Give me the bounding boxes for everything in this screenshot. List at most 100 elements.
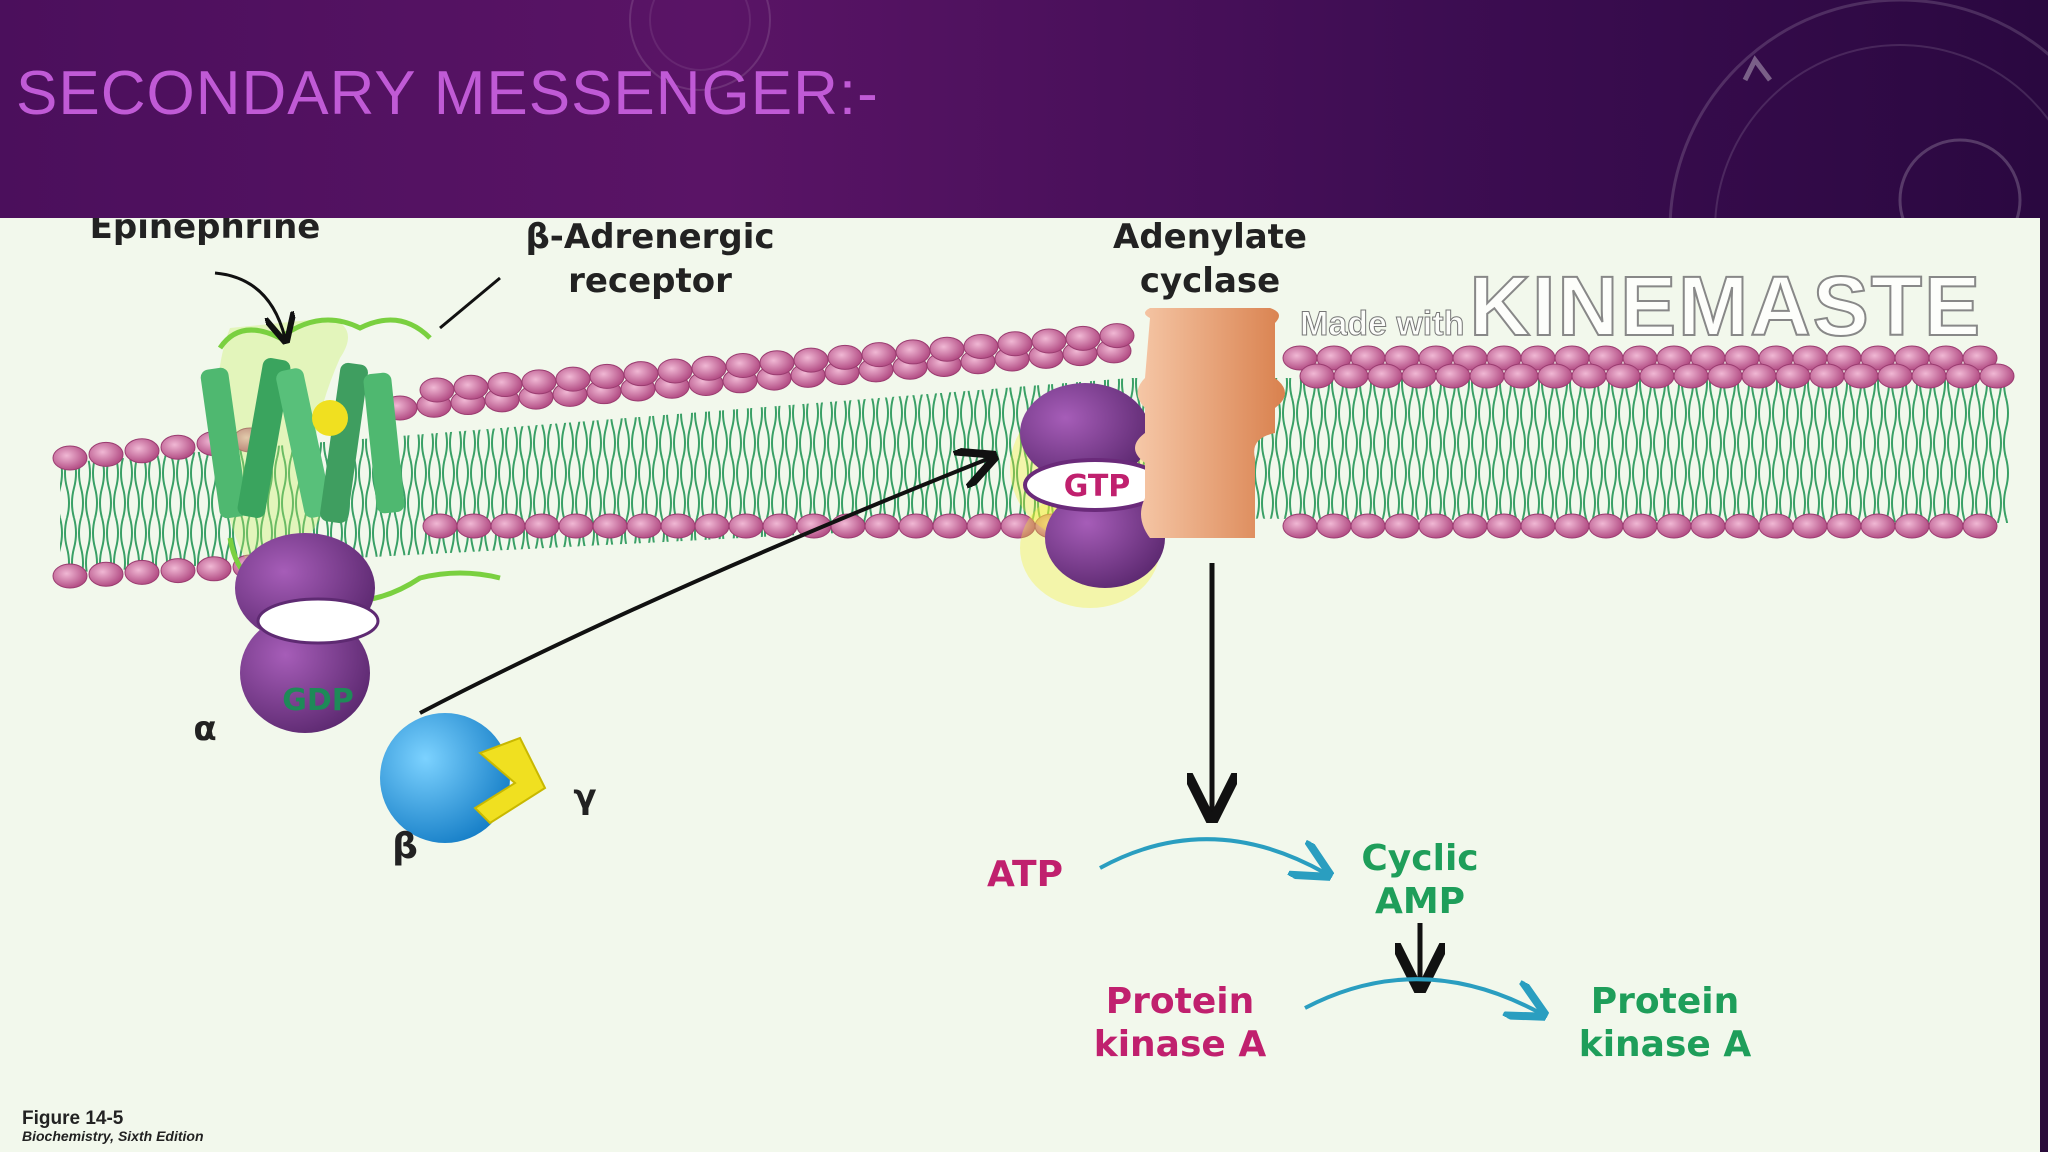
lipid-head: [1486, 513, 1522, 539]
lipid-head: [1792, 513, 1828, 539]
lipid-head: [558, 513, 594, 539]
lipid-head: [1639, 363, 1675, 389]
lipid-head: [1928, 513, 1964, 539]
slide-header: SECONDARY MESSENGER:-: [0, 0, 2048, 220]
lipid-head: [1282, 513, 1318, 539]
pka-inactive-line2: kinase A: [1094, 1024, 1267, 1065]
adenylate-label-line1: Adenylate: [1113, 218, 1307, 257]
lipid-head: [88, 441, 124, 467]
lipid-head: [1537, 363, 1573, 389]
lipid-head: [1520, 513, 1556, 539]
lipid-head: [196, 556, 232, 582]
lipid-head: [1894, 513, 1930, 539]
lipid-head: [453, 374, 489, 400]
lipid-heads-bottom: [52, 513, 1998, 589]
lipid-head: [1384, 513, 1420, 539]
adenylate-cyclase: [1135, 308, 1285, 538]
figure-caption: Figure 14-5 Biochemistry, Sixth Edition: [22, 1109, 204, 1144]
lipid-head: [1656, 513, 1692, 539]
g-alpha-gtp: [1010, 383, 1170, 608]
lipid-head: [694, 513, 730, 539]
slide-title: SECONDARY MESSENGER:-: [16, 59, 879, 128]
lipid-head: [1503, 363, 1539, 389]
lipid-head: [660, 513, 696, 539]
lipid-head: [1469, 363, 1505, 389]
lipid-head: [626, 513, 662, 539]
lipid-head: [793, 347, 829, 373]
gtp-label: GTP: [1064, 469, 1131, 504]
lipid-head: [160, 558, 196, 584]
lipid-head: [728, 513, 764, 539]
beta-label: β: [392, 826, 418, 867]
lipid-head: [623, 361, 659, 387]
lipid-head: [963, 333, 999, 359]
lipid-head: [1673, 363, 1709, 389]
lipid-head: [592, 513, 628, 539]
lipid-head: [1843, 363, 1879, 389]
lipid-head: [1707, 363, 1743, 389]
pka-activation-arrow: [1304, 977, 1540, 1013]
lipid-head: [456, 513, 492, 539]
lipid-head: [1571, 363, 1607, 389]
lipid-head: [932, 513, 968, 539]
lipid-head: [966, 513, 1002, 539]
signaling-diagram: GDP α β γ GTP ATP Cyclic AMP: [0, 218, 2040, 1152]
adenylate-label-line2: cyclase: [1140, 261, 1280, 301]
atp-label: ATP: [987, 854, 1063, 895]
lipid-head: [1418, 513, 1454, 539]
lipid-head: [1741, 363, 1777, 389]
g-protein-inactive: [235, 533, 547, 843]
lipid-head: [1099, 323, 1135, 349]
gdp-label: GDP: [282, 683, 354, 718]
epinephrine-label: Epinephrine: [90, 218, 321, 247]
pka-inactive-line1: Protein: [1106, 981, 1254, 1022]
alpha-label: α: [193, 709, 216, 749]
pka-active-line1: Protein: [1591, 981, 1739, 1022]
lipid-head: [589, 363, 625, 389]
lipid-head: [1622, 513, 1658, 539]
lipid-head: [1299, 363, 1335, 389]
lipid-head: [929, 336, 965, 362]
lipid-head: [861, 342, 897, 368]
decorative-circles: [629, 0, 2048, 220]
kinemaster-watermark: Made with KINEMASTE: [1299, 258, 1983, 355]
lipid-head: [1605, 363, 1641, 389]
watermark-small: Made with: [1299, 305, 1465, 344]
epinephrine-arrow: [214, 271, 285, 338]
lipid-head: [895, 339, 931, 365]
lipid-head: [1826, 513, 1862, 539]
lipid-head: [555, 366, 591, 392]
lipid-head: [1860, 513, 1896, 539]
atp-to-camp-arrow: [1099, 837, 1325, 873]
lipid-head: [52, 445, 88, 471]
lipid-head: [1065, 325, 1101, 351]
lipid-head: [422, 513, 458, 539]
lipid-head: [691, 355, 727, 381]
lipid-head: [762, 513, 798, 539]
receptor-label-line1: β-Adrenergic: [525, 218, 774, 257]
lipid-head: [1979, 363, 2015, 389]
lipid-head: [1350, 513, 1386, 539]
lipid-head: [1775, 363, 1811, 389]
lipid-head: [1962, 513, 1998, 539]
lipid-head: [864, 513, 900, 539]
pka-active-line2: kinase A: [1579, 1024, 1752, 1065]
lipid-head: [759, 350, 795, 376]
lipid-head: [1945, 363, 1981, 389]
caption-source: Biochemistry, Sixth Edition: [22, 1128, 204, 1145]
watermark-big: KINEMASTE: [1468, 258, 1983, 354]
lipid-head: [1031, 328, 1067, 354]
lipid-head: [1367, 363, 1403, 389]
lipid-head: [521, 369, 557, 395]
activation-arrow: [419, 458, 990, 715]
lipid-head: [1452, 513, 1488, 539]
lipid-head: [725, 353, 761, 379]
receptor-pointer: [439, 276, 501, 330]
lipid-head: [1911, 363, 1947, 389]
lipid-head: [1724, 513, 1760, 539]
receptor-label-line2: receptor: [568, 261, 732, 301]
cyclic-amp-line1: Cyclic: [1361, 838, 1478, 879]
gamma-label: γ: [573, 777, 596, 817]
lipid-head: [898, 513, 934, 539]
